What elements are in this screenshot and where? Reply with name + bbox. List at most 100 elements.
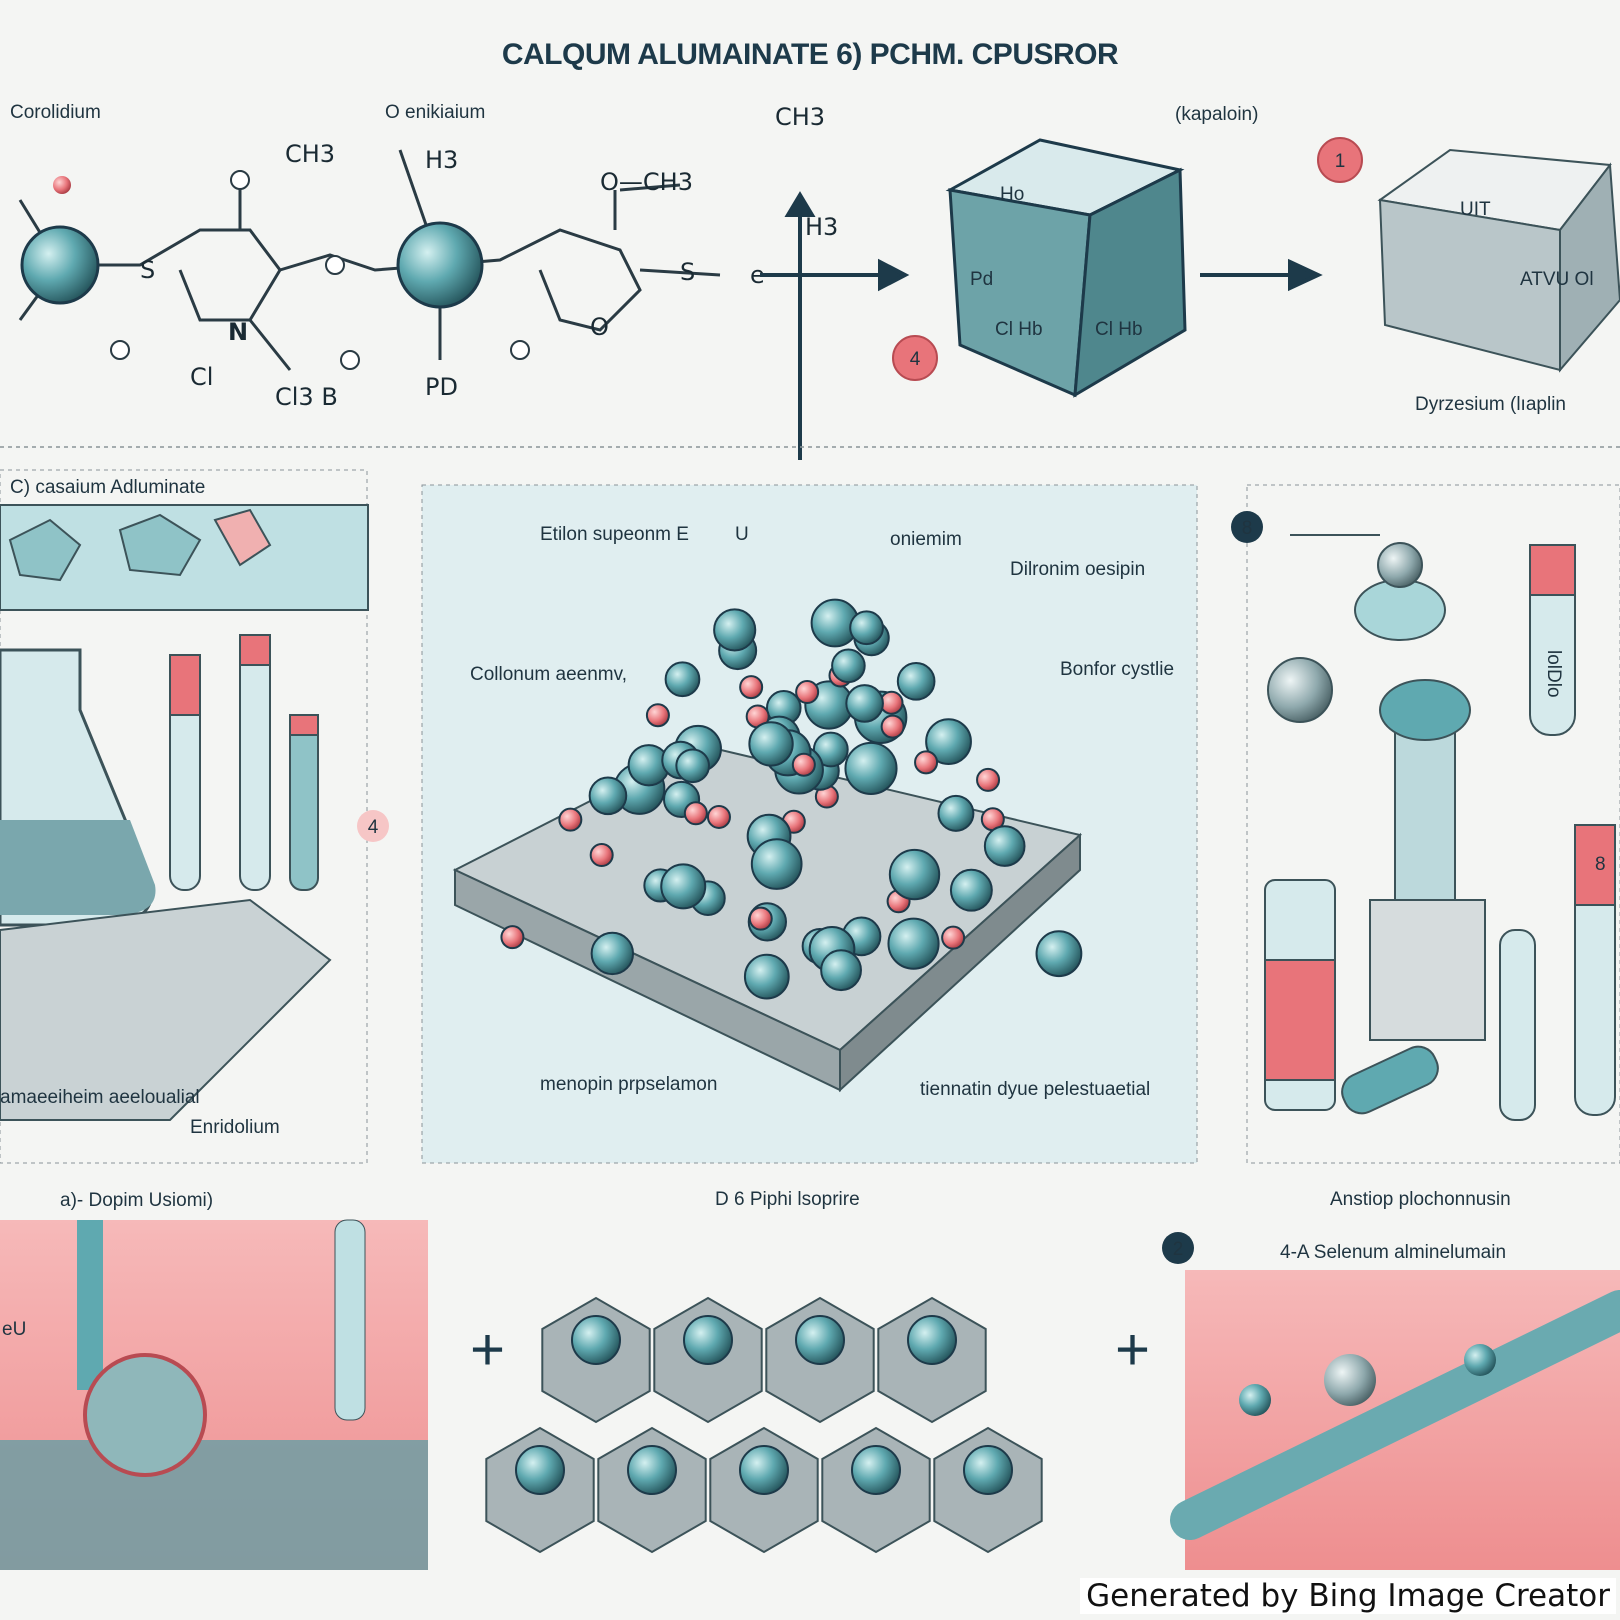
center-label: U: [735, 524, 749, 545]
label-h3: H3: [425, 146, 458, 174]
bottom-right-heading: Anstiop plochonnusin: [1330, 1189, 1511, 1210]
molecular-cluster: [500, 598, 1083, 1000]
atom-small: [340, 350, 360, 370]
label-dyrzesium: Dyrzesium (lıaplin: [1415, 394, 1566, 415]
center-label: Bonfor cystlie: [1060, 659, 1174, 680]
label-e: e: [750, 261, 765, 289]
atom-teal: [844, 741, 898, 795]
atom-teal: [845, 684, 884, 723]
bottom-right-label: 4-A Selenum alminelumain: [1280, 1242, 1506, 1263]
atom-teal: [675, 748, 710, 784]
tube: [334, 1219, 366, 1421]
atom-teal: [888, 848, 941, 901]
footer-credit: Generated by Bing Image Creator: [1080, 1578, 1616, 1614]
atom-pink: [706, 804, 731, 829]
atom-teal: [588, 776, 628, 816]
label-s: S: [680, 258, 695, 286]
atom-teal: [851, 1445, 901, 1495]
test-tubes: [169, 634, 319, 891]
atom-pink: [914, 750, 939, 775]
atom-teal: [713, 608, 757, 652]
product-box: [1377, 148, 1620, 373]
atom-pink: [880, 714, 905, 739]
label-n: N: [228, 318, 248, 346]
atom-pink: [791, 752, 816, 777]
step-badge: [892, 335, 938, 381]
plus-sign: +: [1115, 1316, 1150, 1383]
atom-teal: [750, 838, 803, 890]
diagram-title: CALQUM ALUMAINATE 6) PCHM. CPUSROR: [502, 38, 1119, 71]
label-enridolium: Enridolium: [190, 1117, 280, 1138]
atom-teal: [739, 1445, 789, 1495]
step-badge: [1231, 511, 1263, 543]
atom-teal: [925, 718, 972, 765]
center-label: tiennatin dyue pelestuaetial: [920, 1079, 1150, 1100]
left-panel-header: C) casaium Adluminate: [10, 477, 205, 498]
label-ch3: CH3: [285, 140, 335, 168]
step-badge: [357, 810, 389, 842]
right-panel-border: [1246, 484, 1620, 1164]
atom-teal: [664, 661, 701, 698]
center-label: Etilon supeonm E: [540, 524, 689, 545]
slab: [0, 898, 332, 1121]
atom-pink: [976, 767, 1001, 792]
dopant-disc: [83, 1353, 207, 1477]
substrate-side: [839, 832, 1081, 1093]
granules: [0, 1440, 428, 1570]
atom-teal: [1464, 1344, 1496, 1376]
process-arrows: [760, 191, 1323, 460]
label-s: S: [140, 256, 155, 284]
tube-label: 8: [1595, 854, 1606, 875]
atom-pink: [748, 906, 773, 931]
center-label: Dilronim oesipin: [1010, 559, 1145, 580]
atom-pink: [558, 807, 583, 832]
label-o: O: [590, 313, 609, 341]
step-badge: [1162, 1232, 1194, 1264]
cube-face-label: Ho: [1000, 184, 1024, 205]
label-amaeeiheim: amaeeiheim aeeloualial: [0, 1087, 200, 1108]
step-badge-number: 4: [910, 349, 921, 370]
atom-teal: [1035, 930, 1083, 978]
step-badge: [1317, 137, 1363, 183]
atom-teal: [795, 1315, 845, 1365]
label-cl3b: Cl3 B: [275, 383, 338, 411]
atom-teal: [831, 648, 866, 684]
atom-pink: [500, 925, 525, 950]
hexagonal-lattice: [485, 1296, 1043, 1554]
bottom-center-label: D 6 Piphi lsoprire: [715, 1189, 860, 1210]
atom-teal: [571, 1315, 621, 1365]
atom-teal: [743, 953, 790, 1000]
label-cl: Cl: [190, 363, 213, 391]
cube-face-label: Cl Hb: [995, 319, 1043, 340]
atom-teal: [849, 610, 884, 646]
atom-pink: [941, 925, 966, 950]
flask-contents: [0, 820, 156, 915]
chemical-structure: [18, 149, 721, 371]
lab-apparatus: [1264, 534, 1616, 1121]
label-ch3: CH3: [775, 103, 825, 131]
atom-pink: [795, 680, 820, 705]
atom-teal: [590, 931, 635, 976]
atom-pink: [589, 843, 614, 868]
label-h3: H3: [805, 213, 838, 241]
atom-teal: [627, 1445, 677, 1495]
atom-pink: [739, 675, 764, 700]
atom-small: [230, 170, 250, 190]
box-face-label: ATVU Ol: [1520, 269, 1594, 290]
atom-teal: [949, 868, 993, 912]
atom-teal: [683, 1315, 733, 1365]
nanotube: [1170, 1290, 1620, 1540]
crystal-cube: [945, 138, 1187, 398]
cube-face-label: Pd: [970, 269, 993, 290]
atom-small: [510, 340, 530, 360]
center-label: Collonum aeenmv,: [470, 664, 627, 685]
crystal-grains: [8, 508, 272, 582]
atom-pink: [645, 703, 670, 728]
step-badge-number: 1: [1335, 151, 1346, 172]
atom-teal: [20, 225, 100, 305]
atom-teal: [660, 863, 707, 910]
atom-teal: [812, 731, 849, 768]
atom-teal: [1239, 1384, 1271, 1416]
atom-teal: [820, 949, 862, 992]
